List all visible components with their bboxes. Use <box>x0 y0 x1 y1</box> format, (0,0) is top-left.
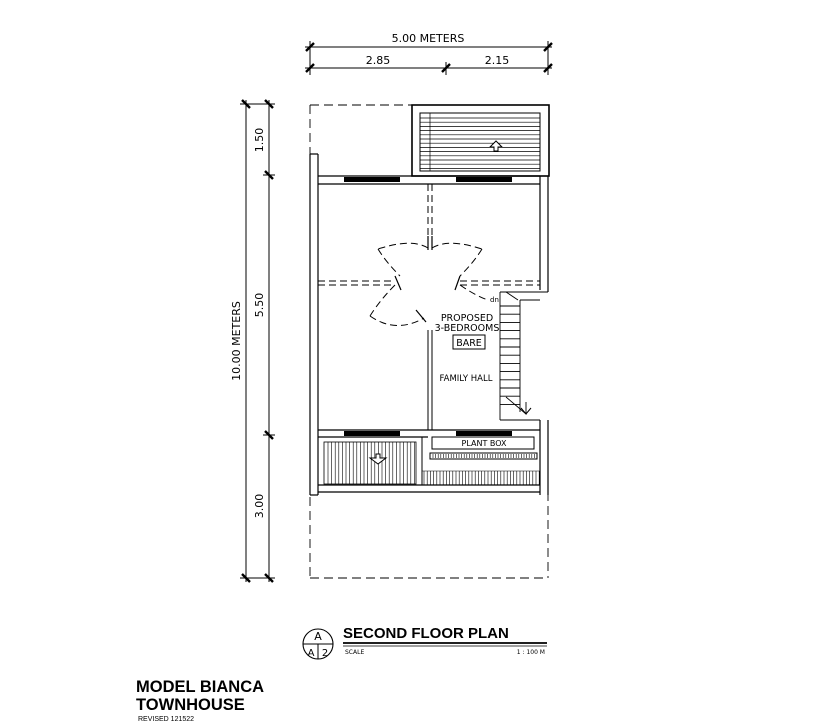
top-dimensions <box>305 41 553 75</box>
dim-total-depth: 10.00 METERS <box>230 301 243 381</box>
marker-sheet-number: 2 <box>322 648 328 659</box>
dim-depth-middle: 5.50 <box>253 293 266 318</box>
marker-top-letter: A <box>314 630 322 643</box>
bare-box <box>452 334 486 350</box>
scale-label: SCALE <box>345 649 364 656</box>
dim-depth-top: 1.50 <box>253 128 266 153</box>
stair-down-label: dn <box>490 296 499 304</box>
plant-box-label: PLANT BOX <box>462 439 507 448</box>
bottom-windows <box>344 431 512 436</box>
balcony-bottom <box>317 436 540 486</box>
room-label-proposed: PROPOSED <box>441 313 493 324</box>
scale-value: 1 : 100 M <box>517 649 545 656</box>
door-leaves <box>394 236 461 323</box>
top-windows <box>344 177 512 182</box>
marker-bottom-letter: A <box>308 648 315 659</box>
roof-balcony-top <box>411 104 550 177</box>
revised-date: REVISED 121522 <box>138 716 195 723</box>
family-hall-label: FAMILY HALL <box>440 374 493 384</box>
hall-partition <box>427 330 433 430</box>
stairs <box>499 291 548 421</box>
section-marker <box>302 628 334 660</box>
dim-width-left: 2.85 <box>366 54 391 67</box>
left-dimensions <box>240 99 275 583</box>
proposed-partitions <box>318 184 540 326</box>
title-block: MODEL BIANCA TOWNHOUSE REVISED 121522 <box>136 678 264 723</box>
room-label-bedrooms: 3-BEDROOMS <box>435 323 500 334</box>
model-name-line2: TOWNHOUSE <box>136 696 245 714</box>
plant-box <box>429 436 538 460</box>
model-name-line1: MODEL BIANCA <box>136 678 265 696</box>
bare-label: BARE <box>456 338 482 349</box>
dim-depth-bottom: 3.00 <box>253 494 266 519</box>
dim-width-right: 2.15 <box>485 54 510 67</box>
dim-total-width: 5.00 METERS <box>392 32 465 45</box>
drawing-title: SECOND FLOOR PLAN <box>343 625 509 642</box>
